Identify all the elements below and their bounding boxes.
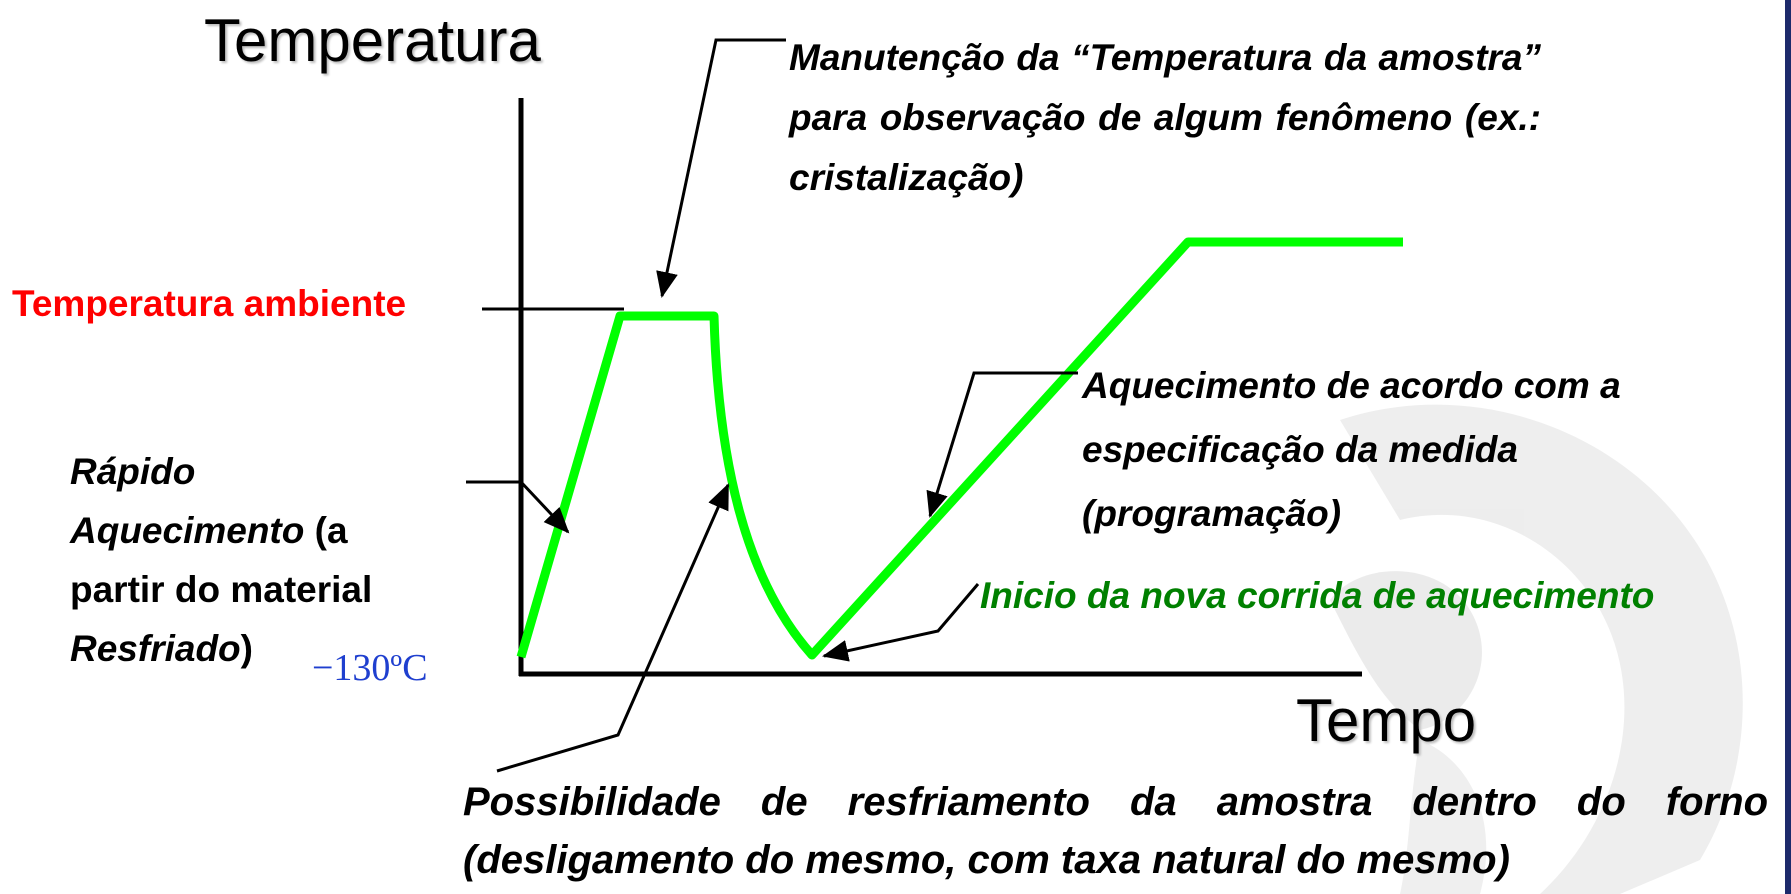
programmed-heating-arrow bbox=[926, 371, 1078, 518]
ambient-temperature-label: Temperatura ambiente bbox=[12, 283, 407, 324]
fast-heating-line4-rest: ) bbox=[240, 628, 253, 669]
cooling-annotation-line1: Possibilidade de resfriamento da amostra… bbox=[463, 780, 1768, 824]
fast-heating-line3: partir do material bbox=[70, 569, 373, 610]
new-run-annotation: Inicio da nova corrida de aquecimento bbox=[980, 575, 1655, 616]
y-axis-title: Temperatura bbox=[204, 7, 541, 74]
fast-heating-line4-italic: Resfriado bbox=[70, 628, 241, 669]
fast-heating-annotation: Rápido Aquecimento (a partir do material… bbox=[70, 442, 372, 678]
cold-temperature-label: −130ºC bbox=[312, 647, 428, 689]
programmed-heating-annotation: Aquecimento de acordo com a especificaçã… bbox=[1082, 365, 1621, 534]
fast-heating-arrow bbox=[519, 480, 570, 534]
fast-heating-line2-italic: Aquecimento bbox=[70, 510, 305, 551]
cooling-annotation-line2: (desligamento do mesmo, com taxa natural… bbox=[463, 838, 1510, 882]
fast-heating-line1: Rápido bbox=[70, 451, 196, 492]
temperature-program-curve bbox=[516, 237, 1403, 660]
fast-heating-line2-rest: (a bbox=[304, 510, 348, 551]
x-axis-title: Tempo bbox=[1296, 687, 1477, 754]
cooling-arrow bbox=[496, 483, 730, 773]
watermark-logo bbox=[1330, 404, 1743, 894]
new-run-arrow bbox=[822, 583, 980, 662]
slide-edge-bar bbox=[1785, 0, 1791, 894]
hold-annotation: Manutenção da “Temperatura da amostra” p… bbox=[789, 37, 1541, 198]
hold-arrow bbox=[656, 38, 786, 298]
